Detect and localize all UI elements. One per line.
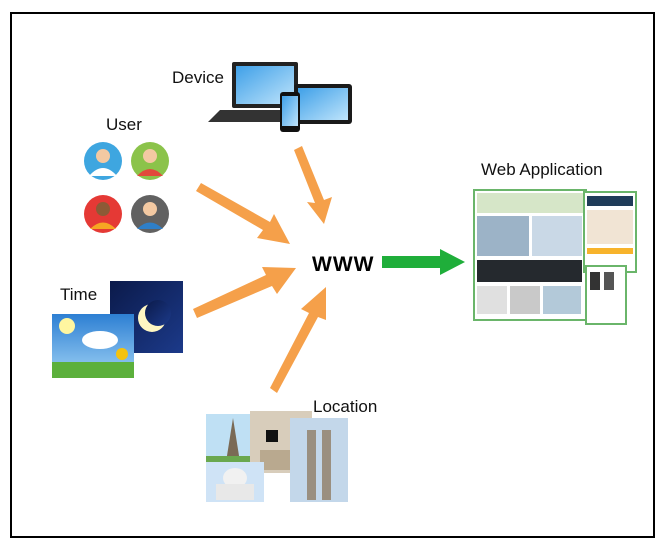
web-application-label: Web Application — [481, 160, 603, 179]
time-label: Time — [60, 285, 98, 304]
device-icon — [208, 62, 352, 132]
time-icon — [52, 281, 183, 378]
device-label: Device — [172, 68, 224, 87]
arrow-www-to-web-application — [382, 249, 465, 275]
location-label: Location — [313, 397, 378, 416]
user-label: User — [106, 115, 142, 134]
diagram-frame — [10, 12, 655, 538]
input-arrows — [193, 146, 332, 393]
arrow-location-to-www — [270, 287, 326, 393]
user-avatars-icon — [84, 142, 169, 233]
arrow-user-to-www — [196, 183, 290, 244]
location-photos-icon — [206, 411, 348, 502]
www-node: WWW — [312, 253, 375, 276]
web-application-screenshots-icon — [473, 189, 637, 325]
arrow-device-to-www — [294, 146, 332, 224]
arrow-time-to-www — [193, 267, 296, 318]
